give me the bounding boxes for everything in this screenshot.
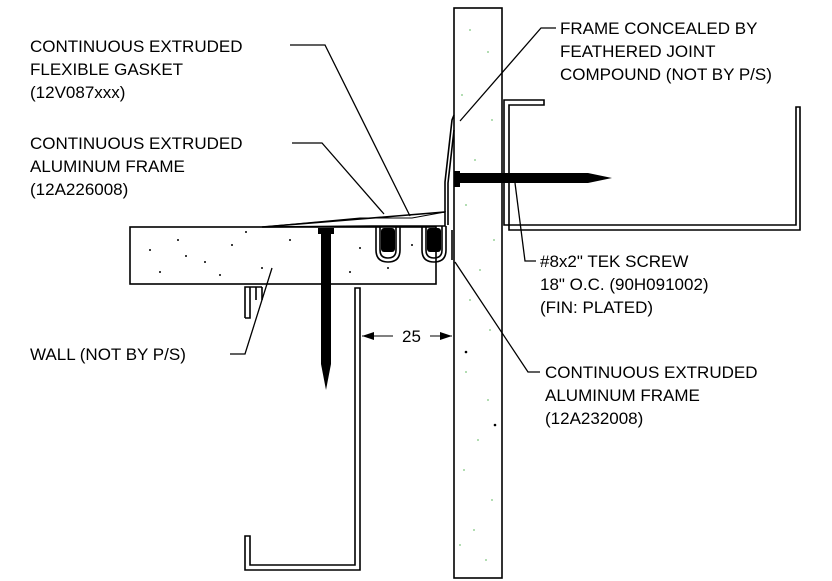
svg-text:FEATHERED JOINT: FEATHERED JOINT <box>560 42 716 61</box>
svg-text:(12A232008): (12A232008) <box>545 409 643 428</box>
svg-text:(12A226008): (12A226008) <box>30 180 128 199</box>
svg-text:FLEXIBLE GASKET: FLEXIBLE GASKET <box>30 60 183 79</box>
svg-text:CONTINUOUS EXTRUDED: CONTINUOUS EXTRUDED <box>30 134 243 153</box>
vertical-aluminum-frame <box>444 114 455 260</box>
svg-text:#8x2" TEK SCREW: #8x2" TEK SCREW <box>540 252 688 271</box>
right-stud-channel <box>503 99 801 231</box>
svg-text:(FIN: PLATED): (FIN: PLATED) <box>540 298 653 317</box>
tek-screw-horizontal <box>454 171 612 187</box>
label-frame-concealed: FRAME CONCEALED BY FEATHERED JOINT COMPO… <box>560 19 772 84</box>
vertical-wall-panel <box>453 7 503 579</box>
dimension-25: 25 <box>362 327 452 346</box>
gasket-fill <box>381 228 441 252</box>
svg-text:ALUMINUM FRAME: ALUMINUM FRAME <box>545 386 700 405</box>
svg-text:FRAME CONCEALED BY: FRAME CONCEALED BY <box>560 19 757 38</box>
tek-screw-vertical <box>318 228 334 390</box>
label-flexible-gasket: CONTINUOUS EXTRUDED FLEXIBLE GASKET (12V… <box>30 37 243 102</box>
label-aluminum-frame-bottom: CONTINUOUS EXTRUDED ALUMINUM FRAME (12A2… <box>545 363 758 428</box>
svg-text:(12V087xxx): (12V087xxx) <box>30 83 125 102</box>
leaders <box>230 27 556 373</box>
label-wall: WALL (NOT BY P/S) <box>30 345 186 364</box>
svg-text:WALL (NOT BY P/S): WALL (NOT BY P/S) <box>30 345 186 364</box>
svg-text:COMPOUND (NOT BY P/S): COMPOUND (NOT BY P/S) <box>560 65 772 84</box>
label-aluminum-frame-top: CONTINUOUS EXTRUDED ALUMINUM FRAME (12A2… <box>30 134 243 199</box>
svg-text:CONTINUOUS EXTRUDED: CONTINUOUS EXTRUDED <box>30 37 243 56</box>
dimension-text: 25 <box>402 327 421 346</box>
top-aluminum-frame <box>261 211 447 263</box>
svg-text:CONTINUOUS EXTRUDED: CONTINUOUS EXTRUDED <box>545 363 758 382</box>
left-stud-channel <box>244 286 361 571</box>
svg-text:18" O.C. (90H091002): 18" O.C. (90H091002) <box>540 275 709 294</box>
svg-text:ALUMINUM FRAME: ALUMINUM FRAME <box>30 157 185 176</box>
label-tek-screw: #8x2" TEK SCREW 18" O.C. (90H091002) (FI… <box>540 252 709 317</box>
